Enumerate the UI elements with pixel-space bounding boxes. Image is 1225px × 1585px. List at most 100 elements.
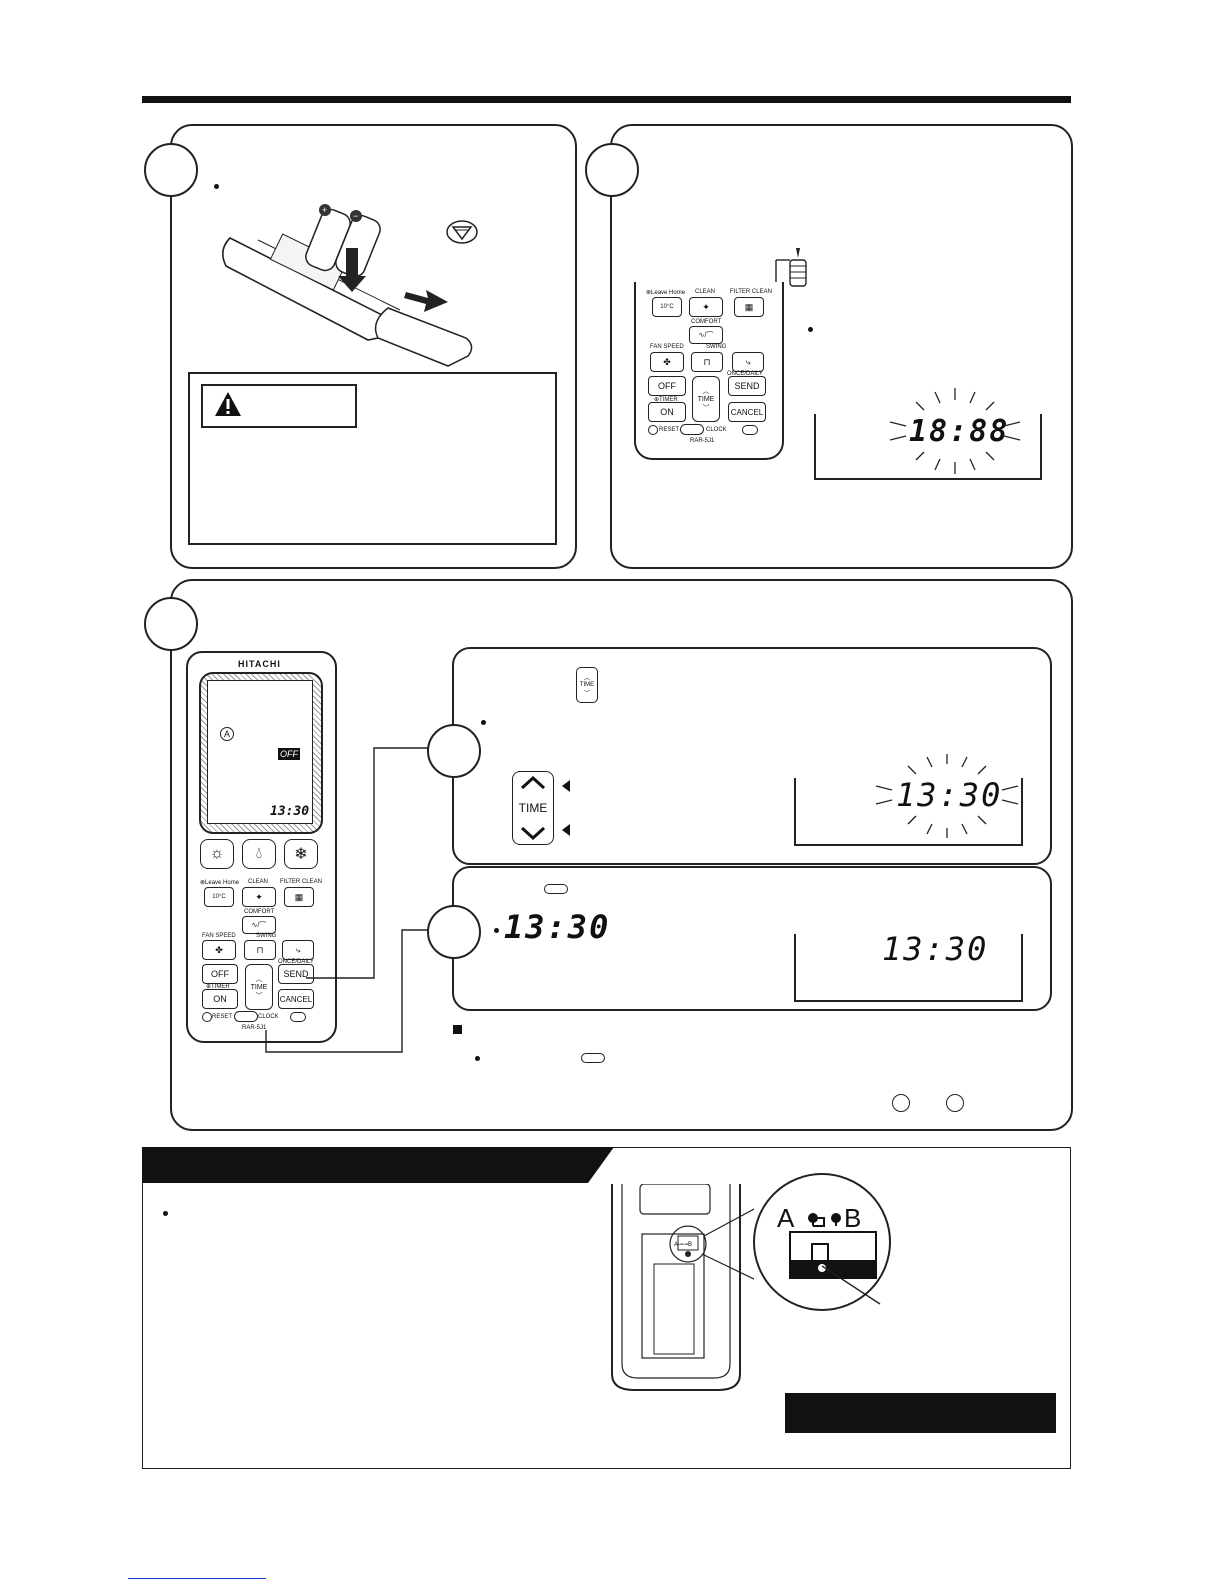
send-button[interactable]: SEND <box>728 376 766 396</box>
clock-button[interactable] <box>680 424 704 435</box>
connector-lines <box>265 747 430 1053</box>
leave-home-button[interactable]: 10°C <box>652 297 682 317</box>
reset-label: RESET <box>659 427 680 433</box>
clean-button[interactable]: ✦ <box>242 887 276 907</box>
reference-circle-a <box>892 1094 910 1112</box>
cool-mode-button[interactable]: ❄ <box>284 839 318 869</box>
snowflake-icon: ❄ <box>294 846 308 863</box>
on-label: ON <box>660 407 674 417</box>
clock-button[interactable] <box>234 1011 258 1022</box>
switch-leader-line <box>821 1265 881 1305</box>
screen-off-badge: OFF <box>278 748 300 760</box>
time-up-down-control[interactable]: TIME <box>512 771 554 845</box>
off-label: OFF <box>211 969 229 979</box>
svg-text:A⊸⊸B: A⊸⊸B <box>674 1242 692 1248</box>
step-2-circle <box>585 143 639 197</box>
filter-clean-label: FILTER CLEAN <box>730 289 772 295</box>
comfort-button[interactable]: ∿/⌒ <box>242 916 276 934</box>
cancel-label: CANCEL <box>730 407 764 417</box>
model-label: RAR-5J1 <box>690 438 715 444</box>
off-label: OFF <box>658 381 676 391</box>
reset-hole[interactable] <box>648 425 658 435</box>
note-square-icon <box>453 1025 462 1034</box>
once-daily-label: ONCE/DAILY <box>727 371 763 377</box>
send-label: SEND <box>283 969 309 979</box>
leave-home-inner: 10°C <box>212 894 226 900</box>
heat-mode-button[interactable]: ☼ <box>200 839 234 869</box>
switch-magnified-illustration <box>753 1173 891 1311</box>
dry-mode-button[interactable]: 💧︎ <box>242 839 276 869</box>
time-button[interactable]: ︿TIME﹀ <box>245 964 273 1010</box>
remote-panel-2-buttons: ⊗Leave Home 10°C CLEAN ✦ FILTER CLEAN ▦ … <box>634 282 780 452</box>
triangle-marker-icon <box>446 220 478 244</box>
clean-label: CLEAN <box>248 879 269 885</box>
cancel-button[interactable]: CANCEL <box>278 989 314 1009</box>
step-3-circle <box>144 597 198 651</box>
time-button[interactable]: ︿TIME﹀ <box>692 376 720 422</box>
step-1-circle <box>144 143 198 197</box>
off-button[interactable]: OFF <box>648 376 686 396</box>
send-button[interactable]: SEND <box>278 964 314 984</box>
clock-label: CLOCK <box>706 427 727 433</box>
clean-label: CLEAN <box>695 289 716 295</box>
filter-clean-button[interactable]: ▦ <box>734 297 764 317</box>
remote-panel-3-buttons: ⊗Leave Home 10°C CLEAN ✦ FILTER CLEAN ▦ … <box>190 875 330 1035</box>
caution-box <box>188 372 557 545</box>
remote-back-illustration: A⊸⊸B <box>611 1184 754 1391</box>
comfort-button[interactable]: ∿/⌒ <box>689 326 723 344</box>
swing-vertical-button[interactable]: ⊓ <box>691 352 723 372</box>
display-window-confirmed <box>794 934 1023 1002</box>
bullet <box>214 184 219 189</box>
swing-vertical-button[interactable]: ⊓ <box>244 940 276 960</box>
on-button[interactable]: ON <box>648 402 686 422</box>
cancel-label: CANCEL <box>279 994 313 1004</box>
bullet <box>481 720 486 725</box>
flash-rays <box>889 388 1021 474</box>
timer-label: ⊕TIMER <box>206 984 230 990</box>
pointer-down-icon <box>562 824 570 836</box>
clean-button[interactable]: ✦ <box>689 297 723 317</box>
remote-screen-time: 13:30 <box>270 804 310 819</box>
confirmed-time-display: 13:30 <box>882 930 989 968</box>
on-button[interactable]: ON <box>202 989 238 1009</box>
chevron-up-icon <box>520 776 546 790</box>
substep-b-circle <box>427 905 481 959</box>
warning-triangle-icon <box>215 392 241 416</box>
bullet <box>163 1211 168 1216</box>
footer-link-underline[interactable] <box>128 1578 266 1579</box>
step-1-panel <box>170 124 577 569</box>
time-label: TIME <box>697 395 715 403</box>
on-label: ON <box>213 994 227 1004</box>
fan-speed-button[interactable]: ✤ <box>650 352 684 372</box>
filter-clean-button[interactable]: ▦ <box>284 887 314 907</box>
swing-horizontal-button[interactable]: ⤷ <box>282 940 314 960</box>
hitachi-logo: HITACHI <box>238 659 281 669</box>
chevron-down-icon <box>520 826 546 840</box>
switch-label-a: A <box>777 1203 795 1233</box>
leave-home-button[interactable]: 10°C <box>204 887 234 907</box>
clock-button-inline-icon <box>581 1053 605 1063</box>
send-label: SEND <box>734 381 760 391</box>
remote-time-readout: 13:30 <box>504 908 611 946</box>
time-label: TIME <box>518 801 548 815</box>
fan-icon: ✤ <box>215 944 223 955</box>
reset-hole[interactable] <box>202 1012 212 1022</box>
swing-horizontal-button[interactable]: ⤷ <box>732 352 764 372</box>
cancel-button[interactable]: CANCEL <box>728 402 766 422</box>
battery-install-illustration: + − <box>222 204 473 367</box>
bullet <box>475 1056 480 1061</box>
filter-clean-label: FILTER CLEAN <box>280 879 322 885</box>
switch-label-b: B <box>844 1203 862 1233</box>
timer-label: ⊕TIMER <box>654 397 678 403</box>
fan-speed-label: FAN SPEED <box>202 933 236 939</box>
fan-speed-button[interactable]: ✤ <box>202 940 236 960</box>
leave-home-label: ⊗Leave Home <box>646 290 686 296</box>
comfort-label: COMFORT <box>691 319 722 325</box>
clock-label: CLOCK <box>258 1014 279 1020</box>
flashing-time-display: 18:88 <box>909 414 1010 449</box>
clock-button-inline-icon <box>544 884 568 894</box>
fan-icon: ✤ <box>663 356 671 367</box>
droplet-icon: 💧︎ <box>255 845 263 862</box>
svg-text:−: − <box>353 211 358 221</box>
off-button[interactable]: OFF <box>202 964 238 984</box>
